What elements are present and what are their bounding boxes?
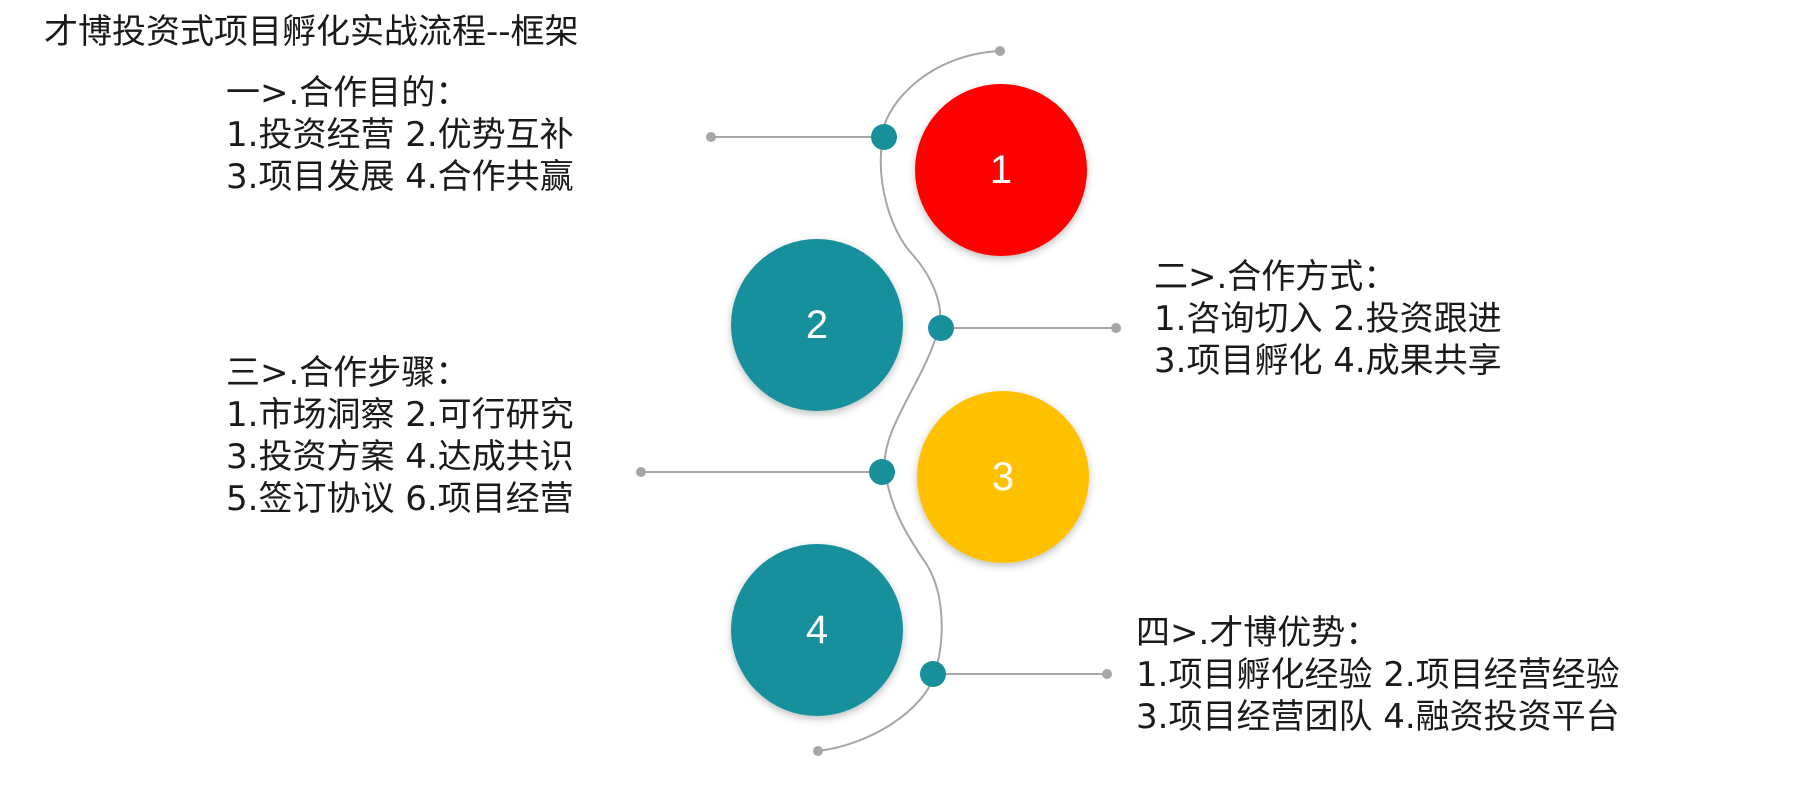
leader-end-dot-2	[1111, 323, 1121, 333]
step-heading-4: 四>.才博优势：	[1136, 613, 1380, 653]
step-text-4: 四>.才博优势： 1.项目孵化经验 2.项目经营经验 3.项目经营团队 4.融资…	[1136, 612, 1620, 738]
step-circle-3: 3	[917, 391, 1089, 563]
step-line: 1.咨询切入 2.投资跟进	[1154, 299, 1502, 339]
step-line: 3.投资方案 4.达成共识	[226, 437, 574, 477]
step-circle-4: 4	[731, 544, 903, 716]
step-line: 3.项目孵化 4.成果共享	[1154, 341, 1502, 381]
leader-end-dot-1	[706, 132, 716, 142]
curve-end-dot	[813, 746, 823, 756]
step-line: 1.市场洞察 2.可行研究	[226, 395, 574, 435]
step-number-4: 4	[806, 608, 828, 652]
node-dot-2	[928, 315, 954, 341]
page-title: 才博投资式项目孵化实战流程--框架	[44, 12, 579, 52]
step-line: 3.项目经营团队 4.融资投资平台	[1136, 697, 1620, 737]
step-text-3: 三>.合作步骤： 1.市场洞察 2.可行研究 3.投资方案 4.达成共识 5.签…	[226, 352, 574, 520]
step-line: 1.项目孵化经验 2.项目经营经验	[1136, 655, 1620, 695]
step-text-1: 一>.合作目的： 1.投资经营 2.优势互补 3.项目发展 4.合作共赢	[226, 72, 574, 198]
step-number-3: 3	[992, 455, 1014, 499]
step-circle-2: 2	[731, 239, 903, 411]
curve-start-dot	[995, 46, 1005, 56]
step-heading-1: 一>.合作目的：	[226, 73, 470, 113]
node-dot-4	[920, 661, 946, 687]
step-line: 1.投资经营 2.优势互补	[226, 115, 574, 155]
step-circle-1: 1	[915, 84, 1087, 256]
node-dot-3	[869, 459, 895, 485]
node-dot-1	[871, 124, 897, 150]
step-text-2: 二>.合作方式： 1.咨询切入 2.投资跟进 3.项目孵化 4.成果共享	[1154, 256, 1502, 382]
step-number-2: 2	[806, 303, 828, 347]
step-number-1: 1	[990, 148, 1012, 192]
step-line: 3.项目发展 4.合作共赢	[226, 157, 574, 197]
step-heading-3: 三>.合作步骤：	[226, 353, 470, 393]
step-heading-2: 二>.合作方式：	[1154, 257, 1398, 297]
step-line: 5.签订协议 6.项目经营	[226, 479, 574, 519]
leader-end-dot-4	[1102, 669, 1112, 679]
leader-end-dot-3	[636, 467, 646, 477]
